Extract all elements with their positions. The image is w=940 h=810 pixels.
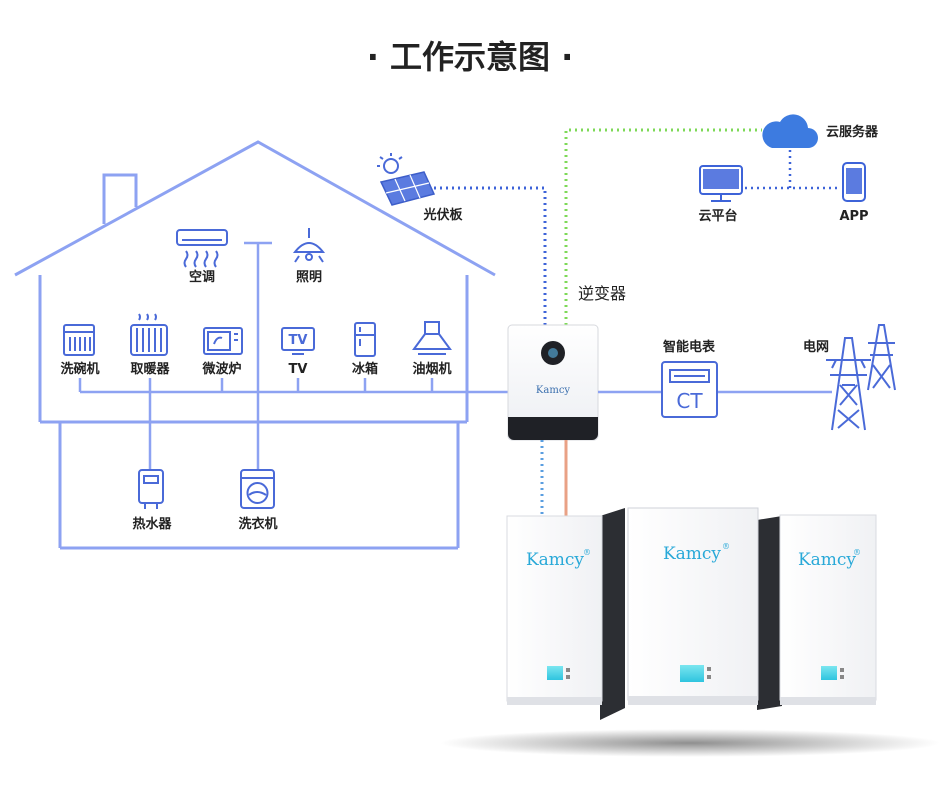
battery-mark: ® xyxy=(722,542,730,551)
washer-label: 洗衣机 xyxy=(238,516,277,532)
cloud-network-dotted xyxy=(745,150,837,190)
washing-machine-icon xyxy=(240,469,275,509)
inverter-device xyxy=(507,324,599,441)
battery-right xyxy=(757,514,877,710)
battery-left xyxy=(506,508,625,720)
tv-screen-text: TV xyxy=(289,333,308,348)
solar-panel-icon xyxy=(377,153,436,206)
battery-brand: Kamcy xyxy=(663,544,721,564)
lamp-icon xyxy=(292,228,326,263)
appliance-label: 冰箱 xyxy=(352,361,378,377)
battery-mark: ® xyxy=(583,548,591,557)
battery-brand: Kamcy xyxy=(526,550,584,570)
battery-shadow xyxy=(440,729,940,757)
lighting-label: 照明 xyxy=(296,270,322,285)
meter-ct-text: CT xyxy=(676,389,703,413)
ac-label: 空调 xyxy=(189,269,215,285)
smart-meter-icon xyxy=(661,361,718,418)
appliance-label: 微波炉 xyxy=(201,361,241,377)
data-link-dotted xyxy=(564,128,762,325)
heater-icon xyxy=(130,313,168,356)
range-hood-icon xyxy=(412,321,452,355)
battery-center xyxy=(627,507,759,705)
cloud-label: 云服务器 xyxy=(826,124,879,140)
inverter-label: 逆变器 xyxy=(578,284,626,303)
tv-icon xyxy=(281,327,315,355)
water-heater-label: 热水器 xyxy=(132,516,172,532)
app-label: APP xyxy=(839,209,868,224)
inverter-brand: Kamcy xyxy=(536,385,571,396)
appliance-label: 洗碗机 xyxy=(60,361,99,377)
microwave-icon xyxy=(203,327,243,355)
meter-label: 智能电表 xyxy=(663,339,716,355)
cloud-icon xyxy=(762,114,818,148)
page-title: · 工作示意图 · xyxy=(367,38,574,76)
water-heater-icon xyxy=(138,469,164,509)
battery-brand: Kamcy xyxy=(798,550,856,570)
monitor-icon xyxy=(699,165,743,202)
grid-label: 电网 xyxy=(803,339,829,355)
phone-icon xyxy=(842,162,866,202)
appliance-label: 油烟机 xyxy=(412,361,451,377)
solar-link-dotted xyxy=(434,186,547,325)
dishwasher-icon xyxy=(63,324,95,356)
battery-mark: ® xyxy=(853,548,861,557)
platform-label: 云平台 xyxy=(698,208,737,224)
house-outline xyxy=(14,140,496,550)
power-tower-icon xyxy=(826,324,896,431)
appliance-label: TV xyxy=(289,362,308,377)
air-conditioner-icon xyxy=(176,229,228,268)
solar-label: 光伏板 xyxy=(422,207,463,223)
house-wiring xyxy=(78,241,508,470)
appliance-label: 取暖器 xyxy=(130,361,170,377)
fridge-icon xyxy=(354,322,376,357)
